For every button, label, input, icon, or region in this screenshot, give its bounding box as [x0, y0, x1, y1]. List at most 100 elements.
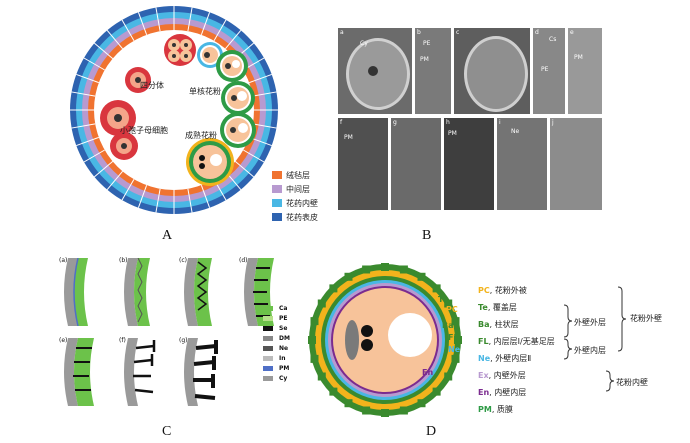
legend-item: PE	[263, 313, 290, 323]
tectum-block	[451, 354, 460, 363]
subpanel-label: (c)	[179, 257, 187, 264]
legend-swatch	[272, 171, 282, 179]
legend-abbr: Ex	[478, 371, 489, 380]
em-tile-j: j	[550, 118, 602, 210]
tectum-block	[344, 399, 353, 408]
tile-label: PM	[574, 54, 583, 61]
legend-swatch	[263, 325, 273, 331]
ring-segment-divider	[121, 19, 135, 41]
em-tile-d: d Cs PE	[533, 28, 565, 114]
ring-label-ne: Ne	[448, 345, 461, 354]
panel-a-legend: 绒毡层 中间层 花药内壁 花药表皮	[272, 168, 318, 224]
legend-item: Cy	[263, 373, 290, 383]
legend-label: In	[279, 354, 286, 362]
ring-segment-divider	[94, 42, 114, 59]
ring-segment-divider	[200, 12, 211, 35]
legend-text: 质膜	[496, 405, 513, 414]
ring-segment-divider	[234, 161, 254, 178]
tectum-block	[329, 284, 338, 293]
ring-segment-divider	[187, 188, 193, 213]
tetrads	[164, 34, 196, 66]
ring-segment-divider	[94, 161, 114, 178]
tectum-block	[432, 284, 441, 293]
subpanel-label: (b)	[119, 257, 128, 264]
tile-id: a	[340, 29, 344, 36]
legend-item: Ne	[263, 343, 290, 353]
subpanel-g: (g)	[178, 337, 238, 406]
tile-id: c	[456, 29, 460, 36]
legend-label: 花药内壁	[286, 198, 318, 208]
subpanel-c: (c)	[178, 257, 238, 326]
ring-segment-divider	[106, 30, 123, 50]
tectum-block	[432, 387, 441, 396]
subpanel-b: (b)	[118, 257, 178, 326]
legend-row: Ba, 柱状层	[478, 320, 519, 329]
ring-label-ba: Ba	[442, 321, 454, 330]
panel-letter-b: B	[422, 228, 432, 243]
subpanel-label: (f)	[119, 337, 126, 344]
grouping-braces	[563, 286, 627, 392]
em-tile-b: b PE PM	[415, 28, 451, 114]
legend-text: 覆盖层	[492, 303, 517, 312]
legend-label: Ca	[279, 304, 288, 312]
ring-segment-divider	[71, 91, 96, 97]
ring-segment-divider	[213, 19, 227, 41]
label-uninucleate: 单核花粉	[189, 87, 221, 96]
tectum-block	[317, 372, 326, 381]
panel-a: 四分体 小孢子母细胞 单核花粉 成熟花粉 绒毡层 中间层 花药内壁 花药表皮 A	[0, 0, 330, 243]
group-intine: 花粉内壁	[616, 378, 648, 387]
legend-label: Cy	[279, 374, 288, 382]
tile-id: i	[499, 119, 501, 126]
label-microspore-mother: 小孢子母细胞	[120, 126, 168, 135]
ring-segment-divider	[121, 179, 135, 201]
panel-letter-d: D	[426, 424, 437, 439]
subpanel-f: (f)	[118, 337, 178, 406]
subpanel-label: (g)	[179, 337, 188, 344]
ring-label-fl: FL	[448, 333, 459, 342]
ring-segment-divider	[137, 12, 148, 35]
ring-segment-divider	[243, 149, 265, 163]
ring-segment-divider	[252, 123, 277, 129]
panel-c-legend: Ca PE Se DM Ne In PM Cy	[263, 303, 290, 383]
legend-swatch	[263, 355, 273, 361]
ring-segment-divider	[252, 91, 277, 97]
legend-swatch	[263, 375, 273, 381]
em-tile-f: f PM	[338, 118, 388, 210]
legend-abbr: Ne	[478, 354, 491, 363]
ring-segment-divider	[76, 73, 99, 84]
ring-segment-divider	[71, 123, 96, 129]
microspore-mother-cells	[100, 67, 151, 160]
tile-id: g	[393, 119, 397, 126]
tile-id: f	[340, 119, 343, 126]
em-tile-g: g	[391, 118, 441, 210]
tectum-block	[381, 409, 389, 417]
tectum-block	[329, 387, 338, 396]
tectum-block	[451, 317, 460, 326]
legend-text: 花粉外被	[494, 286, 527, 295]
tectum-block	[454, 336, 462, 344]
panel-letter-c: C	[162, 424, 172, 439]
tile-label: PM	[448, 130, 457, 137]
legend-row: FL, 内层层Ⅰ/无基足层	[478, 337, 555, 346]
legend-abbr: Te	[478, 303, 488, 312]
tile-id: h	[446, 119, 450, 126]
legend-swatch	[263, 305, 273, 311]
ring-segment-divider	[200, 185, 211, 208]
group-exine: 花粉外壁	[630, 314, 662, 323]
legend-row: Ex, 内壁外层	[478, 371, 526, 380]
legend-text: 内层层Ⅰ/无基足层	[493, 337, 555, 346]
ring-segment-divider	[187, 7, 193, 32]
group-inner-layer: 外壁内层	[574, 346, 606, 355]
ring-segment-divider	[83, 57, 105, 71]
legend-label: Ne	[279, 344, 289, 352]
tectum-block	[344, 272, 353, 281]
legend-label: DM	[279, 334, 290, 342]
panel-c: (a) (b) (c) (d) (e) (f) (g) Ca PE Se DM …	[0, 250, 320, 440]
tectum-block	[399, 406, 408, 415]
mature-pollen	[186, 138, 234, 186]
legend-abbr: Ba	[478, 320, 490, 329]
legend-row: En, 内壁内层	[478, 388, 527, 397]
subpanel-e: (e)	[58, 337, 118, 406]
tectum-block	[381, 263, 389, 271]
tectum-block	[417, 399, 426, 408]
